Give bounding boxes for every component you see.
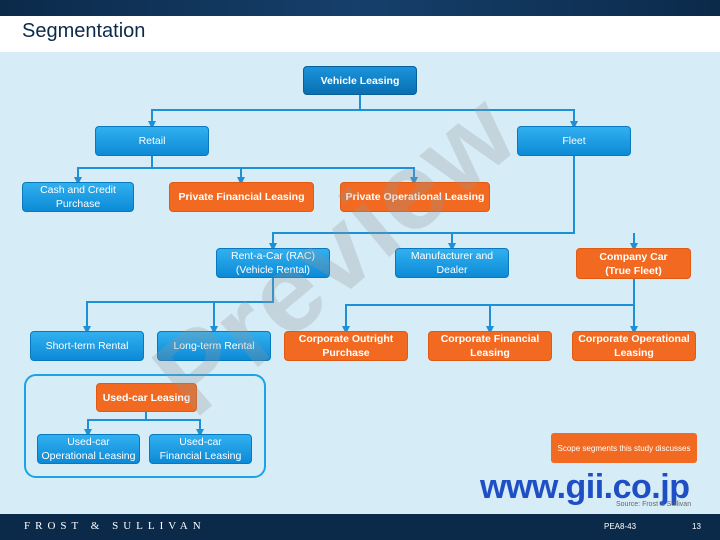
node-used-car-leasing: Used-car Leasing — [96, 383, 197, 412]
node-used-car-operational-leasing: Used-car Operational Leasing — [37, 434, 140, 464]
site-watermark: www.gii.co.jp — [480, 468, 690, 506]
top-banner — [0, 0, 720, 16]
legend-scope-key: Scope segments this study discusses — [551, 433, 697, 463]
node-cash-credit-purchase: Cash and Credit Purchase — [22, 182, 134, 212]
node-private-operational-leasing: Private Operational Leasing — [340, 182, 490, 212]
node-corporate-operational-leasing: Corporate Operational Leasing — [572, 331, 696, 361]
node-fleet: Fleet — [517, 126, 631, 156]
node-company-car: Company Car (True Fleet) — [576, 248, 691, 279]
footer-bar: FROST & SULLIVAN PEA8-43 13 — [0, 514, 720, 540]
node-private-financial-leasing: Private Financial Leasing — [169, 182, 314, 212]
used-car-group-frame — [24, 374, 266, 478]
source-note: Source: Frost & Sullivan — [616, 501, 692, 508]
page-number: 13 — [692, 522, 701, 531]
node-manufacturer-dealer: Manufacturer and Dealer — [395, 248, 509, 278]
node-corporate-outright-purchase: Corporate Outright Purchase — [284, 331, 408, 361]
node-rent-a-car: Rent-a-Car (RAC) (Vehicle Rental) — [216, 248, 330, 278]
node-retail: Retail — [95, 126, 209, 156]
node-corporate-financial-leasing: Corporate Financial Leasing — [428, 331, 552, 361]
node-vehicle-leasing: Vehicle Leasing — [303, 66, 417, 95]
node-long-term-rental: Long-term Rental — [157, 331, 271, 361]
footer-brand: FROST & SULLIVAN — [24, 520, 206, 532]
node-short-term-rental: Short-term Rental — [30, 331, 144, 361]
page-title: Segmentation — [22, 20, 146, 42]
footer-code: PEA8-43 — [604, 522, 637, 531]
node-used-car-financial-leasing: Used-car Financial Leasing — [149, 434, 252, 464]
